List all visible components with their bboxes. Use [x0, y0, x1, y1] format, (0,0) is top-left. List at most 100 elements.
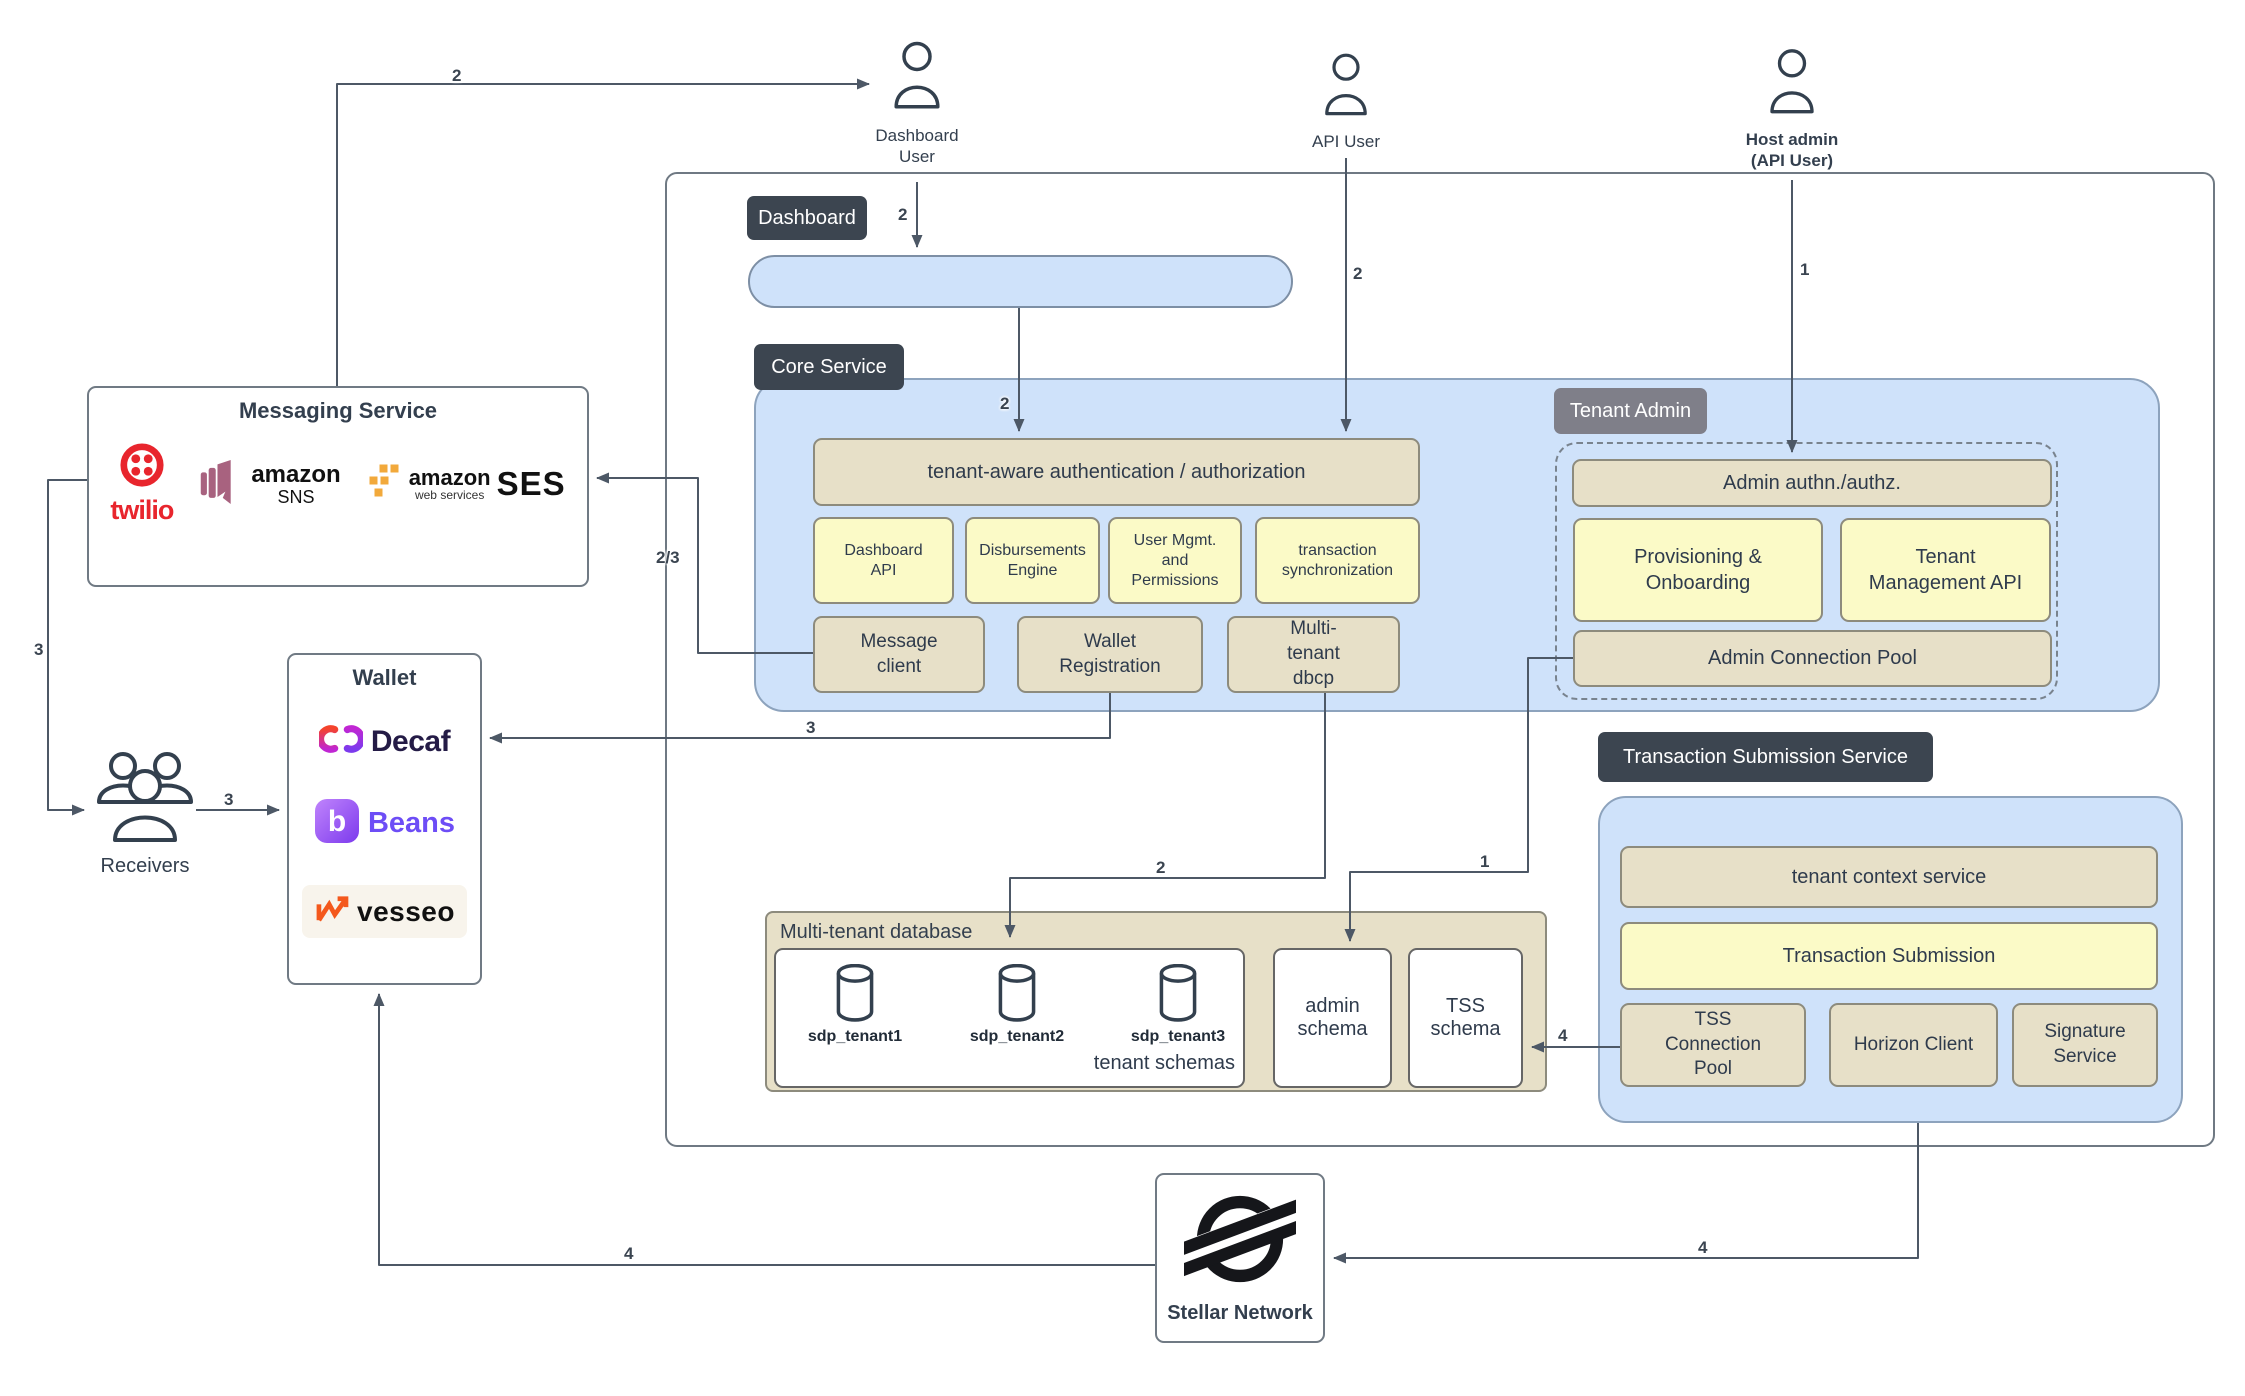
tenant-db-name: sdp_tenant1 — [807, 1028, 903, 1045]
twilio-logo: twilio — [110, 442, 174, 526]
disbursements-engine-label: Disbursements Engine — [979, 541, 1086, 579]
tenant-admin-dashed-box — [1555, 442, 2058, 700]
provisioning-onboarding-label: Provisioning & Onboarding — [1634, 546, 1762, 594]
decaf-wordmark: Decaf — [370, 724, 451, 758]
admin-schema-box: admin schema — [1273, 948, 1392, 1088]
decaf-logo: Decaf — [316, 723, 451, 760]
multi-tenant-dbcp-box: Multi-tenant dbcp — [1227, 616, 1400, 693]
transaction-sync-label: transaction synchronization — [1281, 541, 1394, 579]
tss-badge: Transaction Submission Service — [1598, 732, 1933, 782]
admin-connection-pool-label: Admin Connection Pool — [1707, 647, 1917, 669]
person-icon — [891, 38, 943, 125]
edge-label: 2/3 — [656, 548, 680, 567]
provisioning-onboarding-box: Provisioning & Onboarding — [1573, 518, 1823, 622]
actor-api-user: API User — [1256, 50, 1436, 152]
stellar-network-label: Stellar Network — [1167, 1302, 1313, 1324]
actor-label: (API User) — [1750, 151, 1834, 171]
amazon-ses-brand: amazon — [408, 465, 491, 490]
receivers: Receivers — [85, 748, 205, 878]
beans-logo: b Beans — [314, 798, 455, 849]
wallet-registration-label: Wallet Registration — [1059, 630, 1161, 677]
edge-label: 2 — [1156, 858, 1166, 877]
disbursements-engine-box: Disbursements Engine — [965, 517, 1100, 604]
actor-dashboard-user: Dashboard User — [827, 38, 1007, 168]
stellar-network-box: Stellar Network — [1155, 1173, 1325, 1343]
actor-label: API User — [1311, 132, 1381, 151]
edge-label: 3 — [224, 790, 234, 809]
tss-badge-label: Transaction Submission Service — [1623, 745, 1908, 768]
admin-connection-pool-box: Admin Connection Pool — [1573, 630, 2052, 687]
amazon-ses-label: SES — [496, 465, 566, 502]
core-service-badge-label: Core Service — [771, 355, 887, 378]
tenant-management-api-box: Tenant Management API — [1840, 518, 2051, 622]
admin-schema-label: admin schema — [1297, 995, 1368, 1040]
edge-label: 4 — [1558, 1026, 1568, 1045]
twilio-icon — [119, 442, 165, 493]
core-service-badge: Core Service — [754, 344, 904, 390]
database-icon — [1157, 963, 1199, 1027]
vesseo-icon — [314, 895, 350, 928]
actor-label: Host admin — [1745, 130, 1839, 149]
tenant-context-service-box: tenant context service — [1620, 846, 2158, 908]
message-client-box: Message client — [813, 616, 985, 693]
tss-schema-box: TSS schema — [1408, 948, 1523, 1088]
amazon-ses-sub: web services — [414, 488, 485, 502]
user-mgmt-permissions-box: User Mgmt. and Permissions — [1108, 517, 1242, 604]
tenant-admin-badge: Tenant Admin — [1554, 388, 1707, 434]
receivers-icon — [93, 752, 197, 852]
tenant-context-service-label: tenant context service — [1791, 865, 1987, 888]
edge-label: 3 — [806, 718, 816, 737]
edge-label: 3 — [34, 640, 44, 659]
message-client-label: Message client — [860, 630, 938, 677]
database-icon — [996, 963, 1038, 1027]
edge-label: 4 — [1698, 1238, 1708, 1257]
stellar-icon — [1171, 1183, 1309, 1300]
tenant-aware-auth-box: tenant-aware authentication / authorizat… — [813, 438, 1420, 506]
admin-auth-box: Admin authn./authz. — [1572, 459, 2052, 507]
tenant-aware-auth-label: tenant-aware authentication / authorizat… — [927, 460, 1306, 483]
vesseo-wordmark: vesseo — [357, 895, 455, 927]
tenant-management-api-label: Tenant Management API — [1868, 546, 2023, 594]
vesseo-logo: vesseo — [302, 885, 467, 938]
signature-service-box: Signature Service — [2012, 1003, 2158, 1087]
database-icon — [834, 963, 876, 1027]
dashboard-badge: Dashboard — [747, 196, 867, 240]
amazon-ses-icon — [367, 462, 403, 507]
wallet-box: Wallet Decaf — [287, 653, 482, 985]
edge-label: 1 — [1800, 260, 1810, 279]
transaction-submission-box: Transaction Submission — [1620, 922, 2158, 990]
dashboard-pill — [748, 255, 1293, 308]
horizon-client-label: Horizon Client — [1853, 1033, 1974, 1055]
edge-label: 2 — [452, 66, 462, 85]
user-mgmt-permissions-label: User Mgmt. and Permissions — [1131, 531, 1219, 589]
admin-auth-label: Admin authn./authz. — [1723, 471, 1901, 494]
tss-connection-pool-box: TSS Connection Pool — [1620, 1003, 1806, 1087]
tenant-db-name: sdp_tenant2 — [969, 1028, 1065, 1045]
edge-label: 1 — [1480, 852, 1490, 871]
amazon-sns-logo: amazon SNS — [199, 457, 341, 512]
horizon-client-box: Horizon Client — [1829, 1003, 1998, 1087]
beans-wordmark: Beans — [367, 807, 456, 839]
signature-service-label: Signature Service — [2044, 1021, 2126, 1067]
beans-icon: b — [314, 798, 360, 849]
amazon-sns-label: SNS — [277, 486, 315, 507]
multi-tenant-dbcp-label: Multi-tenant dbcp — [1287, 618, 1340, 689]
amazon-sns-icon — [199, 457, 243, 512]
edge-label: 2 — [1000, 394, 1010, 413]
actor-label: User — [899, 147, 935, 167]
transaction-submission-label: Transaction Submission — [1782, 944, 1996, 967]
amazon-ses-logo: amazon web services SES — [367, 462, 566, 507]
edge-label: 2 — [1353, 264, 1363, 283]
decaf-icon — [316, 723, 365, 760]
tss-schema-label: TSS schema — [1430, 995, 1501, 1040]
tss-connection-pool-label: TSS Connection Pool — [1664, 1008, 1762, 1080]
person-icon — [1322, 50, 1370, 131]
svg-text:b: b — [328, 805, 346, 838]
wallet-registration-box: Wallet Registration — [1017, 616, 1203, 693]
transaction-sync-box: transaction synchronization — [1255, 517, 1420, 604]
dashboard-api-label: Dashboard API — [844, 541, 923, 579]
tenant-admin-badge-label: Tenant Admin — [1569, 399, 1692, 422]
amazon-sns-brand: amazon — [251, 460, 341, 488]
edge-label: 2 — [898, 205, 908, 224]
